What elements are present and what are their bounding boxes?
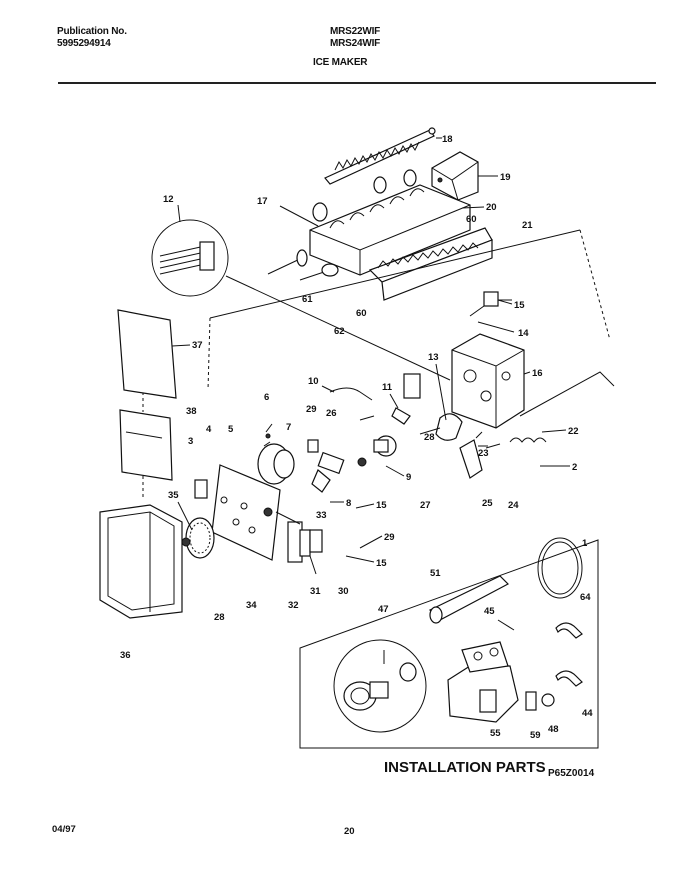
callout-59: 59 [530, 730, 541, 741]
callout-35: 35 [168, 490, 179, 501]
model-number-1: MRS22WIF [330, 26, 381, 37]
callout-15: 15 [514, 300, 525, 311]
callout-55: 55 [490, 728, 501, 739]
installation-parts-box [299, 537, 599, 749]
drive-gear-part [181, 517, 215, 559]
callout-16: 16 [532, 368, 543, 379]
callout-60b: 60 [356, 308, 367, 319]
heater-shelf-part [368, 227, 493, 301]
callout-3: 3 [188, 436, 193, 447]
callout-31: 31 [310, 586, 321, 597]
publication-number: 5995294914 [57, 38, 111, 49]
callout-48: 48 [548, 724, 559, 735]
bail-arm-part [459, 371, 615, 479]
callout-18: 18 [442, 134, 453, 145]
callout-28b: 28 [214, 612, 225, 623]
callout-15c: 15 [376, 558, 387, 569]
callout-8: 8 [346, 498, 351, 509]
callout-33: 33 [316, 510, 327, 521]
model-number-2: MRS24WIF [330, 38, 381, 49]
callout-5: 5 [228, 424, 234, 435]
callout-64: 64 [580, 592, 591, 603]
callout-26: 26 [326, 408, 337, 419]
page-number: 20 [344, 826, 355, 837]
callout-25: 25 [482, 498, 493, 509]
callout-19: 19 [500, 172, 511, 183]
mold-part [267, 169, 471, 281]
ejector-part [324, 127, 436, 185]
motor-part [257, 441, 295, 485]
callout-30: 30 [338, 586, 349, 597]
callout-34: 34 [246, 600, 257, 611]
callout-1: 1 [582, 538, 588, 549]
switch-parts [275, 439, 345, 575]
callout-24: 24 [508, 500, 519, 511]
cover-part [431, 151, 479, 201]
callout-28a: 28 [424, 432, 435, 443]
thermostat-part [469, 291, 512, 317]
callout-47: 47 [378, 604, 389, 615]
callout-14: 14 [518, 328, 529, 339]
housing-part [451, 333, 525, 429]
callout-45: 45 [484, 606, 495, 617]
callout-36: 36 [120, 650, 131, 661]
callout-12: 12 [163, 194, 174, 205]
callout-15b: 15 [376, 500, 387, 511]
drawing-code: P65Z0014 [548, 768, 595, 779]
callout-22: 22 [568, 426, 579, 437]
callout-21: 21 [522, 220, 533, 231]
callout-9: 9 [406, 472, 411, 483]
callout-17: 17 [257, 196, 268, 207]
header-rule [58, 82, 656, 84]
assembly-guide-lines [142, 229, 611, 500]
callout-6: 6 [264, 392, 269, 403]
wire-harness-part [151, 204, 451, 381]
callout-37: 37 [192, 340, 203, 351]
callout-62: 62 [334, 326, 345, 337]
callout-10: 10 [308, 376, 319, 387]
callout-23: 23 [478, 448, 489, 459]
installation-parts-label: INSTALLATION PARTS [384, 759, 546, 776]
callout-11: 11 [382, 382, 393, 393]
callout-27: 27 [420, 500, 431, 511]
leader-lines [171, 137, 570, 563]
callout-4: 4 [206, 424, 212, 435]
callout-20: 20 [486, 202, 497, 213]
callout-29b: 29 [384, 532, 395, 543]
mounting-plate-part [194, 464, 281, 561]
footer-date: 04/97 [52, 824, 76, 835]
callout-labels: 18 19 20 60 21 12 17 15 14 61 60 62 37 1… [120, 134, 593, 741]
callout-13: 13 [428, 352, 439, 363]
publication-label: Publication No. [57, 26, 127, 37]
small-fittings [265, 373, 463, 467]
section-title: ICE MAKER [313, 57, 368, 68]
callout-60: 60 [466, 214, 477, 225]
manual-sheets [117, 309, 177, 481]
callout-38a: 38 [186, 406, 197, 417]
callout-32: 32 [288, 600, 299, 611]
callout-44: 44 [582, 708, 593, 719]
callout-61: 61 [302, 294, 313, 305]
callout-2: 2 [572, 462, 577, 473]
callout-7: 7 [286, 422, 291, 433]
front-cover-part [99, 504, 183, 619]
callout-51: 51 [430, 568, 441, 579]
callout-29: 29 [306, 404, 317, 415]
